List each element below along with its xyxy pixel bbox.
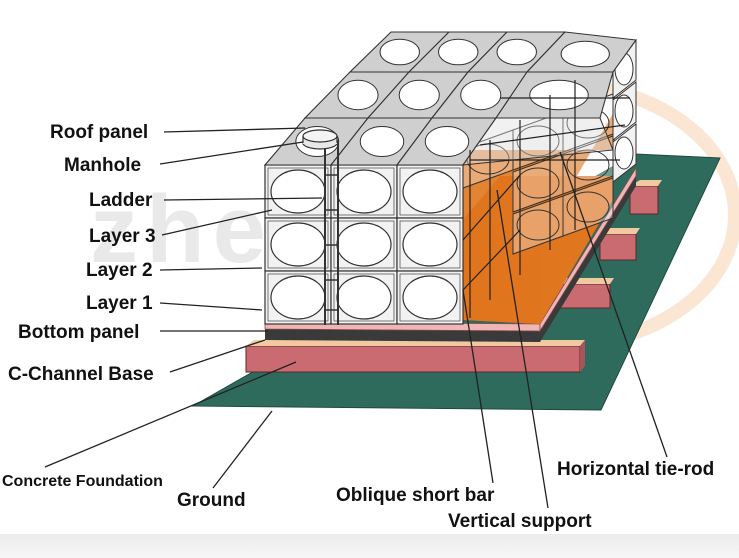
- roof-panel-dome: [496, 38, 537, 66]
- label-horizontal-tie-rod: Horizontal tie-rod: [557, 459, 714, 480]
- label-layer-1: Layer 1: [86, 293, 153, 314]
- label-manhole: Manhole: [64, 155, 141, 176]
- roof-panels: [263, 31, 637, 166]
- front-face: [264, 164, 464, 325]
- panel-dome: [336, 275, 392, 320]
- panel-dome: [402, 275, 458, 320]
- leader-lines: [44, 127, 668, 509]
- roof-panel-dome: [424, 125, 470, 158]
- side-panel-ring: [566, 149, 610, 181]
- ladder: [324, 140, 339, 325]
- label-ladder: Ladder: [89, 190, 153, 211]
- roof-panel-dome: [398, 79, 440, 111]
- edge-panel-dome: [614, 136, 634, 170]
- front-foundation-beam: [245, 345, 581, 373]
- roof-panel-dome: [337, 79, 379, 111]
- panel-dome: [336, 222, 392, 267]
- edge-panel-dome: [614, 94, 634, 128]
- label-concrete-foundation: Concrete Foundation: [2, 473, 163, 490]
- roof-panel-dome: [460, 79, 502, 111]
- labels: Roof panel Manhole Ladder Layer 3 Layer …: [2, 122, 714, 532]
- c-channel-base: [265, 175, 636, 342]
- label-c-channel-base: C-Channel Base: [8, 364, 154, 385]
- roof-panel-dome: [438, 38, 479, 66]
- panel-dome: [336, 169, 392, 214]
- side-panel-ring: [516, 167, 560, 199]
- footer-band: [0, 534, 739, 558]
- label-roof-panel: Roof panel: [50, 122, 148, 143]
- label-layer-2: Layer 2: [86, 260, 153, 281]
- panel-dome: [402, 222, 458, 267]
- side-panel-ring: [516, 125, 560, 157]
- oblique-short-bar: [462, 174, 521, 241]
- roof-panel-dome: [529, 79, 589, 111]
- side-panel-ring: [516, 209, 560, 241]
- manhole: [302, 129, 338, 150]
- internal-supports: [462, 80, 630, 318]
- panel-dome: [270, 222, 326, 267]
- tank-interior-wall: [463, 110, 615, 324]
- label-ground: Ground: [177, 490, 246, 511]
- label-layer-3: Layer 3: [89, 226, 156, 247]
- panel-dome: [402, 169, 458, 214]
- panel-dome: [270, 275, 326, 320]
- label-vertical-support: Vertical support: [448, 511, 592, 532]
- side-panel-ring: [566, 191, 610, 223]
- roof-panel-dome: [359, 125, 405, 158]
- label-bottom-panel: Bottom panel: [18, 322, 139, 343]
- roof-panel-dome: [560, 40, 610, 68]
- roof-panel-dome: [379, 38, 420, 66]
- panel-dome: [270, 169, 326, 214]
- label-oblique-short-bar: Oblique short bar: [336, 485, 495, 506]
